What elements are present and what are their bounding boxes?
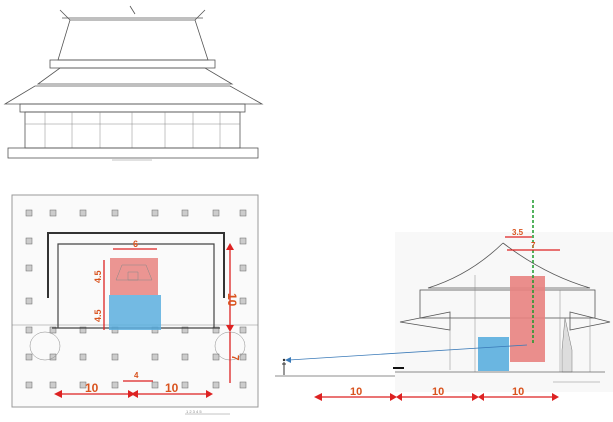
plan-column bbox=[239, 326, 247, 334]
cross-section: 3.5 7 10 10 10 bbox=[275, 200, 613, 401]
plan-column bbox=[239, 381, 247, 389]
facade bbox=[24, 111, 241, 149]
plan-column bbox=[111, 353, 119, 361]
red-zone-section bbox=[510, 276, 545, 362]
plan-column bbox=[111, 209, 119, 217]
plan-column bbox=[25, 381, 33, 389]
plan-column bbox=[25, 297, 33, 305]
plan-column bbox=[181, 353, 189, 361]
plan-column bbox=[79, 326, 87, 334]
plan-column bbox=[49, 381, 57, 389]
plan-column bbox=[25, 264, 33, 272]
ridge-center bbox=[129, 5, 136, 15]
sightline bbox=[288, 344, 528, 361]
plan-column bbox=[151, 209, 159, 217]
plan-column bbox=[49, 209, 57, 217]
plan-column bbox=[181, 326, 189, 334]
section-columns bbox=[449, 275, 591, 372]
dim-blue-depth: 4.5 bbox=[93, 309, 103, 322]
upper-bracket-set bbox=[49, 59, 216, 69]
sightline-arrowhead bbox=[285, 357, 291, 363]
dim-side-vertical: 10 bbox=[225, 293, 239, 307]
upper-structure bbox=[419, 289, 596, 319]
dim-red-depth: 4.5 bbox=[93, 270, 103, 283]
ridge-ornaments bbox=[59, 9, 206, 21]
dim-span-1: 10 bbox=[350, 386, 362, 398]
blue-zone-section bbox=[478, 337, 509, 371]
plan-column bbox=[239, 353, 247, 361]
dim-inner-width: 6 bbox=[113, 239, 157, 250]
red-zone bbox=[110, 258, 158, 295]
platform bbox=[7, 147, 259, 159]
dim-center-gap: 4 bbox=[134, 371, 139, 380]
stele bbox=[561, 317, 573, 373]
plan-column bbox=[79, 209, 87, 217]
lower-roof bbox=[3, 85, 264, 105]
plan-column bbox=[25, 353, 33, 361]
plan-columns bbox=[25, 209, 247, 389]
dim-side-lower: 7 bbox=[229, 355, 240, 361]
blue-zone bbox=[109, 295, 161, 330]
plan-column bbox=[212, 381, 220, 389]
plan-column bbox=[239, 237, 247, 245]
upper-roof bbox=[36, 67, 234, 85]
facade-columns bbox=[25, 112, 240, 148]
plan-column bbox=[181, 381, 189, 389]
plan-column bbox=[79, 381, 87, 389]
altar bbox=[115, 264, 153, 281]
plan-column bbox=[79, 353, 87, 361]
plan-scale-label: 1 2 3 4 5 bbox=[186, 409, 202, 414]
plan-column bbox=[25, 209, 33, 217]
floor-plan: 6 4.5 4.5 10 7 4 10 10 1 2 3 4 5 bbox=[11, 194, 259, 415]
dim-right-span: 10 bbox=[165, 381, 179, 395]
plan-column bbox=[151, 381, 159, 389]
plan-column bbox=[239, 264, 247, 272]
upper-roof-slope bbox=[57, 19, 209, 61]
plan-column bbox=[25, 237, 33, 245]
front-elevation bbox=[3, 5, 264, 161]
dim-ridge-span: 7 bbox=[531, 241, 536, 250]
plan-column bbox=[181, 209, 189, 217]
plan-column bbox=[212, 209, 220, 217]
person-figure bbox=[282, 362, 286, 375]
dim-label: 6 bbox=[133, 239, 138, 249]
lower-bracket-set bbox=[19, 103, 246, 113]
dim-ridge-offset: 3.5 bbox=[512, 228, 524, 237]
plan-column bbox=[49, 326, 57, 334]
plan-column bbox=[212, 353, 220, 361]
dim-left-span: 10 bbox=[85, 381, 99, 395]
dim-span-2: 10 bbox=[432, 386, 444, 398]
plan-column bbox=[239, 209, 247, 217]
plan-column bbox=[111, 381, 119, 389]
plan-column bbox=[25, 326, 33, 334]
plan-column bbox=[239, 297, 247, 305]
upper-roof-section bbox=[427, 242, 591, 289]
stele-left bbox=[29, 331, 61, 361]
plan-column bbox=[151, 353, 159, 361]
inner-wall bbox=[47, 232, 225, 298]
plan-column bbox=[212, 326, 220, 334]
plan-column bbox=[49, 353, 57, 361]
dim-span-3: 10 bbox=[512, 386, 524, 398]
